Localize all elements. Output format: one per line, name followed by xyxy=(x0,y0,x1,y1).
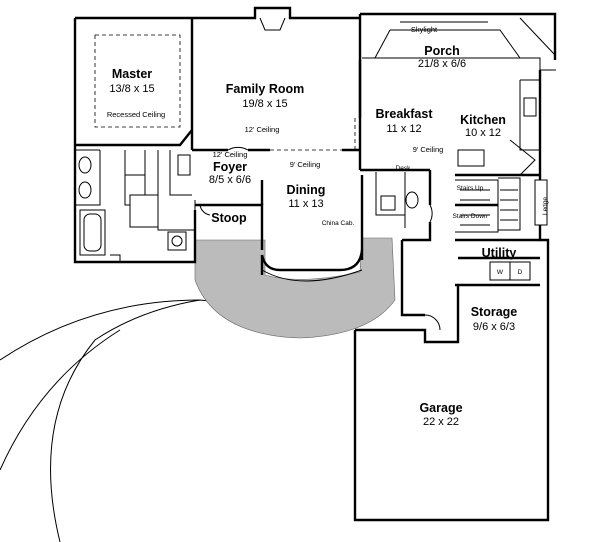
staircase xyxy=(455,177,548,233)
kitchen-counters xyxy=(457,79,541,281)
room-name-utility: Utility xyxy=(482,246,517,260)
room-dims-family-room: 19/8 x 15 xyxy=(242,98,287,110)
walkway-inner-edge xyxy=(261,269,363,282)
room-dims-foyer: 8/5 x 6/6 xyxy=(209,174,251,186)
room-name-stoop: Stoop xyxy=(211,211,247,225)
room-note-breakfast: 9' Ceiling xyxy=(413,145,444,154)
stairs-up-label: Stairs Up xyxy=(457,185,484,192)
room-note-master: Recessed Ceiling xyxy=(107,110,165,119)
room-dims-dining: 11 x 13 xyxy=(288,198,323,210)
room-name-family-room: Family Room xyxy=(226,82,305,96)
room-name-master: Master xyxy=(112,67,152,81)
porch-area xyxy=(362,17,556,71)
room-note-porch: Skylight xyxy=(411,25,438,34)
desk-label: Desk xyxy=(396,165,412,172)
room-name-porch: Porch xyxy=(424,44,459,58)
driveway-curve xyxy=(50,299,201,542)
master-suite-walls xyxy=(75,18,196,262)
room-note-dining: 9' Ceiling xyxy=(290,160,321,169)
room-dims-breakfast: 11 x 12 xyxy=(386,123,421,135)
paved-walkway xyxy=(194,237,396,339)
dining-bay xyxy=(260,249,364,272)
driveway-curve xyxy=(0,329,121,471)
dryer-label: D xyxy=(518,269,523,276)
room-dims-storage: 9/6 x 6/3 xyxy=(473,321,515,333)
washer-label: W xyxy=(497,269,504,276)
room-name-storage: Storage xyxy=(471,305,518,319)
room-name-kitchen: Kitchen xyxy=(460,113,506,127)
room-dims-porch: 21/8 x 6/6 xyxy=(418,58,466,70)
room-name-breakfast: Breakfast xyxy=(376,107,434,121)
room-name-garage: Garage xyxy=(419,401,462,415)
room-name-foyer: Foyer xyxy=(213,160,247,174)
room-note-family-room: 12' Ceiling xyxy=(245,125,280,134)
room-dims-garage: 22 x 22 xyxy=(423,416,459,428)
room-dims-master: 13/8 x 15 xyxy=(109,83,154,95)
doors xyxy=(199,146,441,331)
stairs-down-label: Stairs Down xyxy=(452,213,487,220)
china-cabinet-label: China Cab. xyxy=(322,220,355,227)
fireplace xyxy=(259,17,286,31)
room-name-dining: Dining xyxy=(287,183,326,197)
interior-walls xyxy=(192,60,540,287)
room-note-foyer: 12' Ceiling xyxy=(213,150,248,159)
ledge-label: Ledge xyxy=(542,197,549,215)
room-dims-kitchen: 10 x 12 xyxy=(465,127,501,139)
